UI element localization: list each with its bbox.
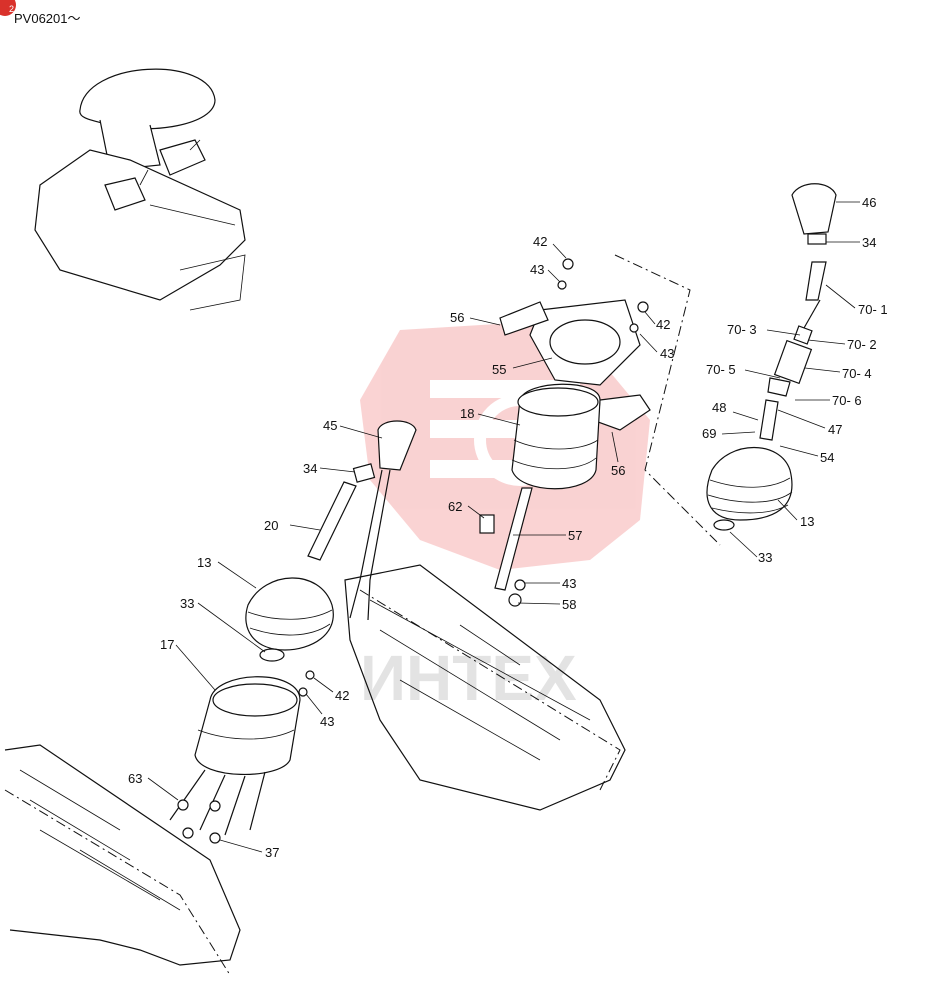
- callout-70-2: 70- 2: [847, 337, 877, 352]
- left-valve-assembly: [169, 577, 334, 844]
- callout-57: 57: [568, 528, 582, 543]
- callout-43-bottom: 43: [562, 576, 576, 591]
- callout-43-left: 43: [320, 714, 334, 729]
- callout-42-plate: 42: [656, 317, 670, 332]
- right-lever-assembly: [706, 183, 837, 531]
- left-base-frame: [4, 744, 241, 976]
- callout-63: 63: [128, 771, 142, 786]
- callout-70-6: 70- 6: [832, 393, 862, 408]
- overview-seat-console: [34, 68, 246, 311]
- callout-56-left: 56: [450, 310, 464, 325]
- callout-70-5: 70- 5: [706, 362, 736, 377]
- callout-33-right: 33: [758, 550, 772, 565]
- watermark-text: ИНТЕХ: [360, 642, 577, 714]
- callout-17: 17: [160, 637, 174, 652]
- page-badge: 2: [0, 0, 16, 16]
- callout-42-left: 42: [335, 688, 349, 703]
- callout-69: 69: [702, 426, 716, 441]
- callout-70-4: 70- 4: [842, 366, 872, 381]
- callout-33-left: 33: [180, 596, 194, 611]
- callout-62: 62: [448, 499, 462, 514]
- callout-70-3: 70- 3: [727, 322, 757, 337]
- callout-34-center: 34: [303, 461, 317, 476]
- callout-43-top: 43: [530, 262, 544, 277]
- center-valve-assembly: [479, 254, 721, 607]
- callout-47: 47: [828, 422, 842, 437]
- callout-13-right: 13: [800, 514, 814, 529]
- callout-20: 20: [264, 518, 278, 533]
- callout-34: 34: [862, 235, 876, 250]
- callout-70-1: 70- 1: [858, 302, 888, 317]
- center-base-frame: [344, 564, 626, 811]
- leader-lines: [147, 201, 860, 853]
- callout-18: 18: [460, 406, 474, 421]
- callout-46: 46: [862, 195, 876, 210]
- callout-54: 54: [820, 450, 834, 465]
- callout-48: 48: [712, 400, 726, 415]
- callout-labels: 46 34 70- 1 70- 3 70- 2 70- 5 70- 4 70- …: [128, 195, 888, 860]
- callout-58: 58: [562, 597, 576, 612]
- callout-45: 45: [323, 418, 337, 433]
- callout-37: 37: [265, 845, 279, 860]
- center-knob-cable: [307, 420, 417, 621]
- callout-43-plate: 43: [660, 346, 674, 361]
- callout-42-top: 42: [533, 234, 547, 249]
- callout-56-right: 56: [611, 463, 625, 478]
- serial-number: PV06201～: [14, 11, 81, 26]
- callout-55: 55: [492, 362, 506, 377]
- callout-13-left: 13: [197, 555, 211, 570]
